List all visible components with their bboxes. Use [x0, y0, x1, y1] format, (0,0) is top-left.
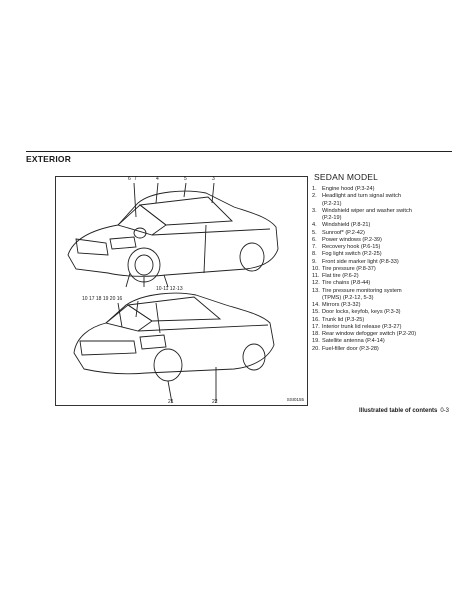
callout-top-3: 3 — [212, 176, 215, 182]
item-text: Windshield (P.8-21) — [322, 222, 371, 229]
list-item: 10.Tire pressure (P.8-37) — [312, 266, 452, 273]
item-text: Flat tire (P.6-2) — [322, 273, 359, 279]
list-item: 4. Windshield (P.8-21) — [312, 222, 452, 229]
item-text: Satellite antenna (P.4-14) — [322, 338, 385, 345]
list-item: 2. Headlight and turn signal switch (P.2-… — [312, 193, 452, 208]
front-car-side-line — [151, 228, 271, 236]
item-text: Trunk lid (P.3-25) — [322, 316, 365, 323]
item-number: 16. — [312, 316, 320, 323]
list-item: 1. Engine hood (P.3-24) — [312, 186, 452, 193]
item-text: Power windows (P.2-39) — [322, 236, 382, 243]
front-car-mirror — [133, 227, 147, 239]
list-item: 18.Rear window defogger switch (P.2-20) — [312, 331, 452, 338]
front-car-headlight — [109, 236, 137, 250]
footer-label: Illustrated table of contents — [358, 408, 438, 414]
list-item: 6. Power windows (P.2-39) — [312, 237, 452, 244]
rear-car-greenhouse — [126, 296, 222, 322]
list-item: 13.Tire pressure monitoring system (TPMS… — [312, 288, 452, 303]
front-car-front-wheel — [127, 247, 161, 283]
list-item: 20.Fuel-filler door (P.3-28) — [312, 346, 452, 353]
front-car-windshield — [117, 204, 167, 236]
list-item: 3. Windshield wiper and washer switch (P.… — [312, 208, 452, 223]
item-number: 12. — [312, 280, 320, 287]
item-text: Headlight and turn signal switch (P.2-21… — [322, 193, 401, 207]
section-title: EXTERIOR — [26, 154, 72, 164]
item-text: Interior trunk lid release (P.3-27) — [322, 323, 402, 330]
item-number: 20. — [312, 345, 320, 352]
figure-id: SSI0155 — [286, 397, 304, 402]
list-item: 15.Door locks, keyfob, keys (P.3-3) — [312, 309, 452, 316]
front-car-door-line — [203, 224, 207, 274]
list-item: 5. Sunroof* (P.2-42) — [312, 230, 452, 237]
sedan-illustration: 6 7 4 5 3 10 17 18 19 20 16 10·11 12·13 … — [55, 176, 308, 406]
parts-list: 1. Engine hood (P.3-24) 2. Headlight and t… — [312, 186, 452, 353]
item-number: 8. — [312, 251, 317, 258]
item-number: 13. — [312, 287, 320, 294]
callout-bottom-22: 22 — [212, 399, 218, 405]
front-car-rear-wheel — [239, 242, 265, 272]
rear-car-taillight — [139, 334, 167, 350]
callout-mid-row: 10 17 18 19 20 16 — [82, 296, 123, 302]
item-text: Recovery hook (P.6-15) — [322, 244, 381, 250]
item-text: Tire chains (P.8-44) — [322, 280, 371, 287]
list-item: 14.Mirrors (P.3-32) — [312, 302, 452, 309]
rear-car-front-wheel — [242, 343, 266, 371]
item-number: 19. — [312, 338, 320, 345]
rear-car-rear-wheel — [153, 348, 183, 382]
list-item: 12.Tire chains (P.8-44) — [312, 280, 452, 287]
callout-top-5: 5 — [184, 176, 187, 182]
item-number: 2. — [312, 193, 317, 200]
leader-lines — [117, 182, 217, 404]
item-number: 10. — [312, 265, 320, 272]
item-text: Engine hood (P.3-24) — [322, 186, 375, 192]
header-rule — [26, 151, 452, 152]
item-text: Mirrors (P.3-32) — [322, 302, 361, 308]
callout-mid-row-2: 10·11 12·13 — [156, 286, 183, 292]
item-text: Tire pressure monitoring system (TPMS) (… — [322, 287, 402, 301]
list-item: 11.Flat tire (P.6-2) — [312, 273, 452, 280]
page-number: 0-3 — [440, 408, 449, 414]
item-text: Windshield wiper and washer switch (P.2-… — [322, 207, 412, 221]
item-number: 18. — [312, 331, 320, 337]
item-text: Fog light switch (P.2-25) — [322, 251, 382, 258]
item-number: 4. — [312, 222, 317, 229]
item-text: Door locks, keyfob, keys (P.3-3) — [322, 309, 401, 316]
callout-bottom-21: 21 — [168, 399, 174, 405]
list-item: 17.Interior trunk lid release (P.3-27) — [312, 324, 452, 331]
rear-car-rear-window — [105, 304, 153, 332]
list-item: 7. Recovery hook (P.6-15) — [312, 244, 452, 251]
front-car-grille — [75, 238, 109, 256]
item-text: Front side marker light (P.8-33) — [322, 258, 399, 265]
front-car-front-wheel-rim — [134, 254, 154, 276]
item-text: Fuel-filler door (P.3-28) — [322, 345, 379, 352]
item-text: Tire pressure (P.8-37) — [322, 265, 376, 272]
item-number: 17. — [312, 323, 320, 330]
item-number: 5. — [312, 229, 317, 236]
item-number: 11. — [312, 273, 320, 279]
item-number: 14. — [312, 302, 320, 308]
front-car-greenhouse — [138, 196, 234, 226]
item-number: 3. — [312, 207, 317, 214]
callout-top-left: 6 — [128, 176, 131, 182]
list-item: 9. Front side marker light (P.8-33) — [312, 259, 452, 266]
item-number: 6. — [312, 236, 317, 243]
item-text: Sunroof* (P.2-42) — [322, 229, 365, 236]
list-item: 8. Fog light switch (P.2-25) — [312, 251, 452, 258]
rear-car-trunk — [79, 340, 137, 356]
item-number: 7. — [312, 244, 317, 250]
callout-top-7: 7 — [134, 176, 137, 182]
list-item: 16.Trunk lid (P.3-25) — [312, 317, 452, 324]
rear-car-side-line — [137, 324, 269, 332]
item-number: 9. — [312, 258, 317, 265]
sedan-drawing — [67, 182, 279, 404]
callout-top-4: 4 — [156, 176, 159, 182]
item-number: 15. — [312, 309, 320, 316]
item-number: 1. — [312, 186, 317, 192]
item-text: Rear window defogger switch (P.2-20) — [322, 331, 417, 337]
list-item: 19.Satellite antenna (P.4-14) — [312, 338, 452, 345]
model-title: SEDAN MODEL — [314, 172, 379, 182]
